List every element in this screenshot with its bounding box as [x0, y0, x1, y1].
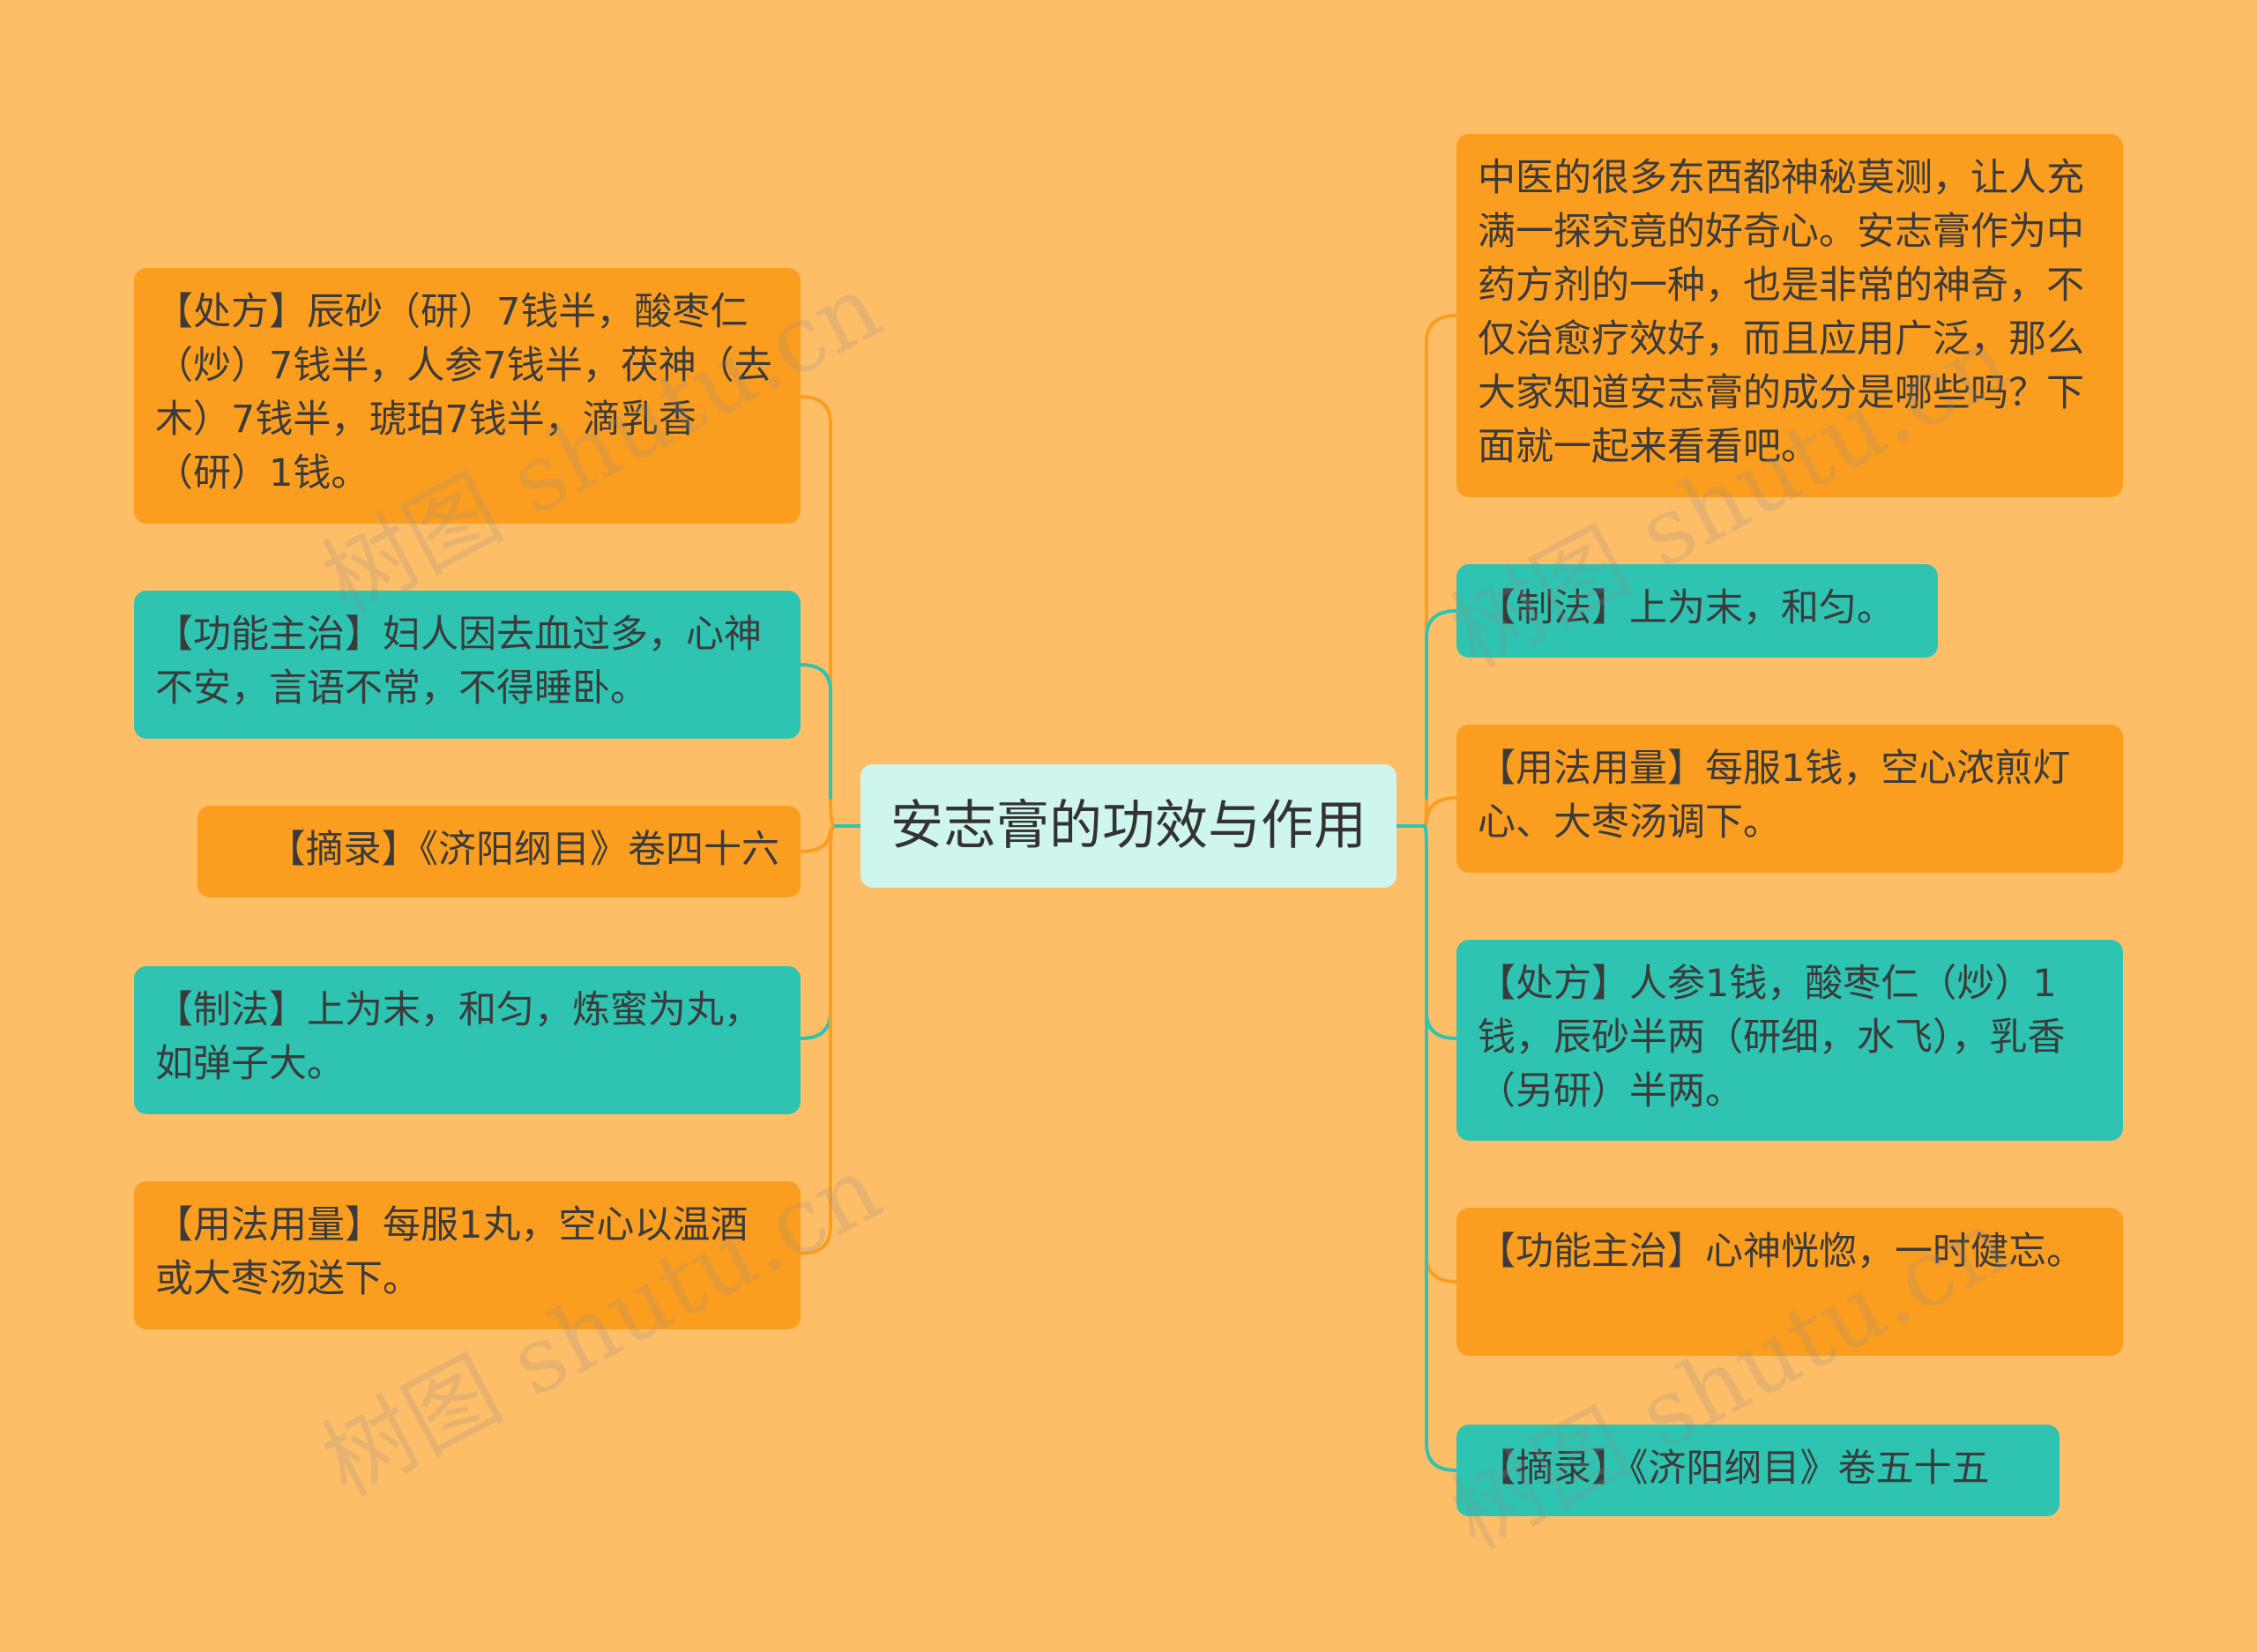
- right-node-source[interactable]: 【摘录】《济阳纲目》卷五十五: [1456, 1425, 2060, 1516]
- right-node-preparation[interactable]: 【制法】上为末，和匀。: [1456, 564, 1938, 658]
- connector-left-2: [800, 663, 832, 800]
- left-node-preparation[interactable]: 【制法】上为末，和匀，炼蜜为丸，如弹子大。: [134, 966, 801, 1114]
- connector-left-4: [800, 852, 832, 1040]
- right-node-intro[interactable]: 中医的很多东西都神秘莫测，让人充满一探究竟的好奇心。安志膏作为中药方剂的一种，也…: [1456, 134, 2123, 497]
- central-topic[interactable]: 安志膏的功效与作用: [860, 764, 1397, 888]
- left-node-source[interactable]: 【摘录】《济阳纲目》卷四十六: [197, 806, 801, 897]
- left-node-dosage[interactable]: 【用法用量】每服1丸，空心以温酒或大枣汤送下。: [134, 1181, 801, 1329]
- connector-left-1: [800, 395, 835, 828]
- right-node-indications[interactable]: 【功能主治】心神恍惚，一时健忘。: [1456, 1208, 2123, 1356]
- connector-right-3: [1425, 796, 1457, 825]
- left-node-prescription[interactable]: 【处方】辰砂（研）7钱半，酸枣仁（炒）7钱半，人参7钱半，茯神（去木）7钱半，琥…: [134, 268, 801, 524]
- connector-right-6: [1423, 824, 1457, 1472]
- right-node-dosage[interactable]: 【用法用量】每服1钱，空心浓煎灯心、大枣汤调下。: [1456, 725, 2123, 873]
- right-node-prescription[interactable]: 【处方】人参1钱，酸枣仁（炒）1钱，辰砂半两（研细，水飞），乳香（另研）半两。: [1456, 940, 2123, 1141]
- connector-left-3: [800, 828, 832, 853]
- connector-right-2: [1425, 609, 1457, 800]
- left-node-indications[interactable]: 【功能主治】妇人因去血过多，心神不安，言语不常，不得睡卧。: [134, 591, 801, 739]
- connector-left-5: [800, 824, 835, 1255]
- connector-right-1: [1423, 314, 1457, 828]
- connector-right-4: [1425, 852, 1457, 1040]
- connector-right-5: [1425, 852, 1457, 1284]
